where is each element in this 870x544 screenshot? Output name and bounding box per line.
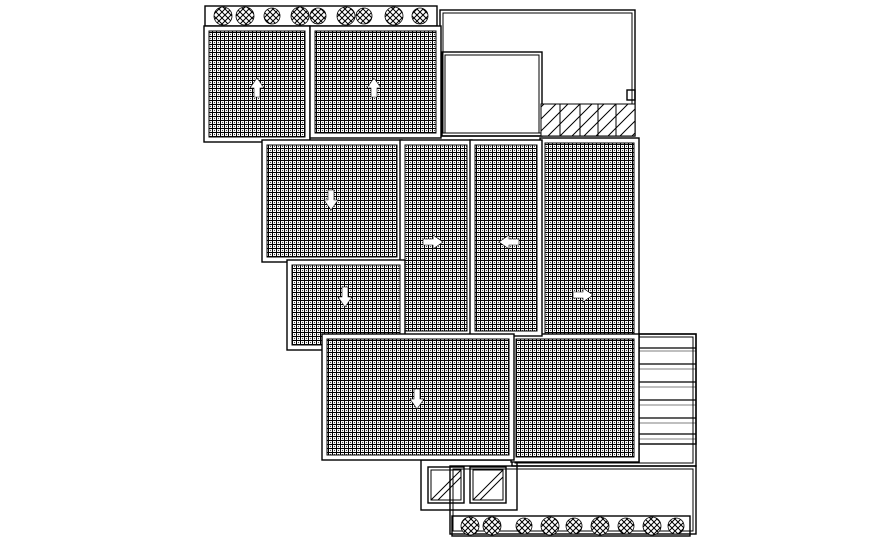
roof-section-bottom-center (510, 333, 640, 463)
arrow-up-icon (366, 77, 382, 98)
arrow-up-icon (249, 77, 265, 98)
arrow-down-icon (323, 189, 339, 211)
hatched-balcony (540, 103, 636, 137)
arrow-left-icon (498, 234, 520, 250)
arrow-right-icon (422, 234, 444, 250)
arrow-down-icon (337, 286, 353, 308)
roof-section-center-right (469, 139, 543, 337)
stair-treads (635, 333, 697, 445)
arrow-down-icon (409, 388, 425, 410)
slope-arrows (249, 77, 594, 410)
arrow-right-icon (572, 287, 594, 303)
planter-strip-top (204, 5, 438, 27)
skylight-pair (420, 459, 518, 511)
roof-section-top-middle (309, 25, 442, 139)
planter-strip-bottom (451, 515, 691, 537)
